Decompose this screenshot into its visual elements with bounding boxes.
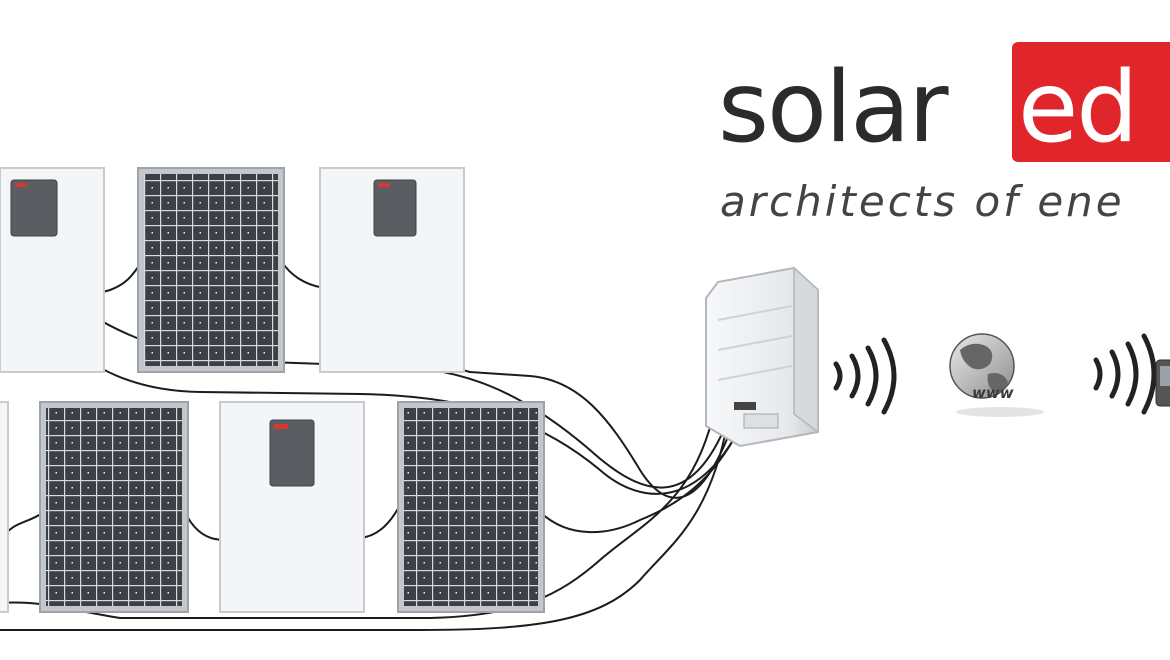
brand-logo: solar ed architects of ene	[718, 42, 1170, 226]
pv-panel-icon	[397, 401, 545, 613]
pv-panel-slot-b2	[219, 401, 365, 613]
power-optimizer-icon	[269, 419, 315, 487]
wireless-signal-icon	[1093, 333, 1157, 415]
brand-tagline: architects of ene	[720, 177, 1125, 226]
inverter-icon	[705, 266, 819, 448]
globe-www-label: www	[972, 384, 1014, 402]
pv-panel-icon	[137, 167, 285, 373]
power-optimizer-icon	[10, 179, 58, 237]
pv-panel-slot-1	[0, 167, 105, 373]
pv-panel-icon	[39, 401, 189, 613]
cable-bottom-return	[0, 419, 729, 631]
monitoring-device-icon	[1155, 359, 1170, 407]
logo-word-ed: ed	[1018, 51, 1137, 165]
globe-icon: www	[949, 333, 1044, 417]
pv-panel-slot-3	[319, 167, 465, 373]
power-optimizer-icon	[373, 179, 417, 237]
logo-red-block	[1012, 42, 1170, 162]
logo-word-solar: solar	[718, 51, 949, 165]
wireless-signal-icon	[833, 337, 897, 415]
cable-bottom-to-inverter-1	[539, 417, 746, 534]
pv-panel-slot-b0	[0, 401, 9, 613]
